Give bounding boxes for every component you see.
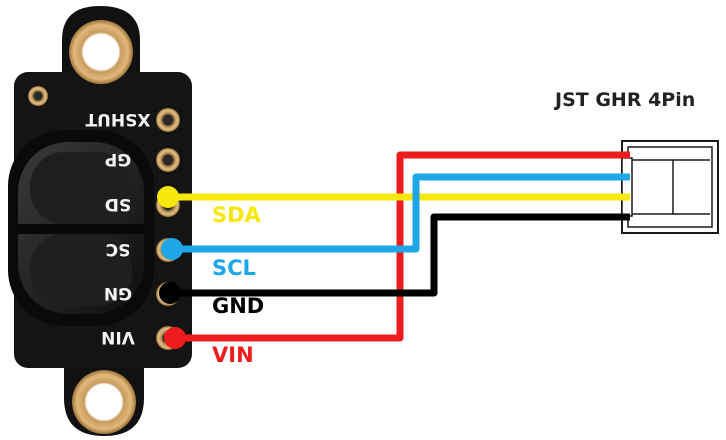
- mounting-hole-bottom: [72, 370, 136, 434]
- pin-silk-label: VIN: [101, 327, 135, 347]
- sensor-lens: [8, 130, 154, 326]
- pin-silk-label: XSHUT: [85, 109, 150, 129]
- pin-silk-label: SC: [106, 239, 131, 259]
- sensor-board: XSHUT GP SD SC GN VIN: [8, 6, 192, 436]
- jst-connector: JST GHR 4Pin: [553, 89, 719, 234]
- pin-silk-label: GP: [105, 149, 131, 169]
- component-pad: [28, 86, 48, 106]
- wires: [157, 151, 630, 349]
- wire-gnd: [170, 213, 630, 297]
- wire-labels: SDA SCL GND VIN: [212, 203, 264, 367]
- mounting-hole-top: [69, 20, 133, 84]
- wire-end-scl: [161, 238, 183, 260]
- wire-scl: [172, 173, 630, 253]
- pin-pad: [156, 148, 180, 172]
- pin-silk-label: GN: [104, 283, 132, 303]
- label-gnd: GND: [212, 294, 264, 318]
- pin-silk-label: SD: [105, 194, 131, 214]
- label-sda: SDA: [212, 203, 262, 227]
- wire-end-vin: [164, 327, 186, 349]
- pin-pad: [156, 108, 180, 132]
- label-vin: VIN: [212, 343, 254, 367]
- connector-title: JST GHR 4Pin: [553, 89, 695, 111]
- wire-end-gnd: [159, 282, 181, 304]
- label-scl: SCL: [212, 256, 256, 280]
- wire-end-sda: [157, 186, 179, 208]
